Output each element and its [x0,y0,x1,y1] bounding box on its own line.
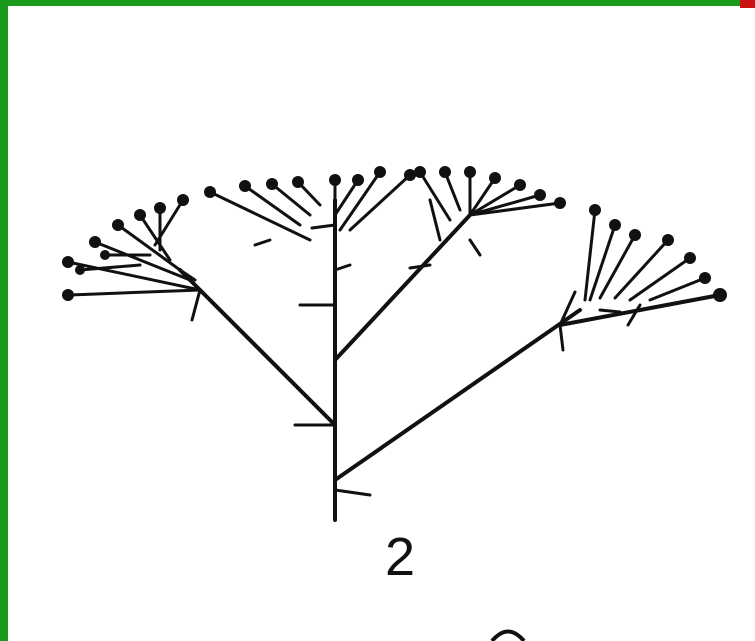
branch-center-right [335,215,470,360]
center-fan [210,172,410,240]
left-fan [68,200,200,295]
branch-ticks [180,225,640,495]
center-right-fan [420,172,560,240]
figure-label: 2 [375,530,425,584]
branch-right [335,310,580,480]
branch-left [180,270,335,425]
cropped-glyph [488,626,528,641]
